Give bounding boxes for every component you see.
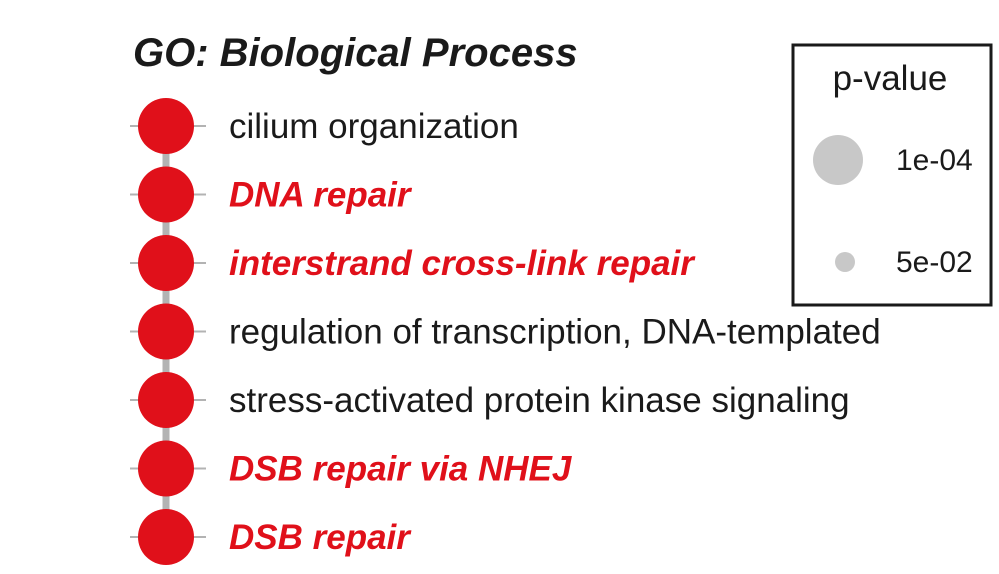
term-point [138,440,194,497]
term-row: stress-activated protein kinase signalin… [130,372,850,428]
legend-point [813,135,863,185]
term-label-highlighted: DSB repair [229,518,412,557]
term-point [138,372,194,428]
legend-entry: 1e-04 [813,135,973,185]
term-row: regulation of transcription, DNA-templat… [130,303,881,360]
term-row: DSB repair [130,509,412,565]
legend-entries: 1e-04 5e-02 [813,135,973,279]
term-point [138,509,194,565]
chart-title: GO: Biological Process [133,31,578,75]
legend-title: p-value [833,59,948,98]
legend-label: 5e-02 [896,246,973,279]
term-label-highlighted: DNA repair [229,176,413,215]
term-label-highlighted: DSB repair via NHEJ [229,450,573,489]
term-row: cilium organization [130,98,519,154]
term-row: DNA repair [130,166,413,223]
term-label-highlighted: interstrand cross-link repair [229,244,696,283]
legend-point [835,252,855,272]
legend-entry: 5e-02 [835,246,973,279]
term-label: cilium organization [229,107,519,146]
term-label: stress-activated protein kinase signalin… [229,381,850,420]
term-label: regulation of transcription, DNA-templat… [229,313,881,352]
term-row: interstrand cross-link repair [130,235,696,291]
term-point [138,166,194,223]
legend-label: 1e-04 [896,144,973,177]
legend-box [791,43,993,307]
legend: p-value 1e-04 5e-02 [791,43,993,307]
term-point [138,303,194,360]
term-point [138,98,194,154]
term-row: DSB repair via NHEJ [130,440,573,497]
term-point [138,235,194,291]
